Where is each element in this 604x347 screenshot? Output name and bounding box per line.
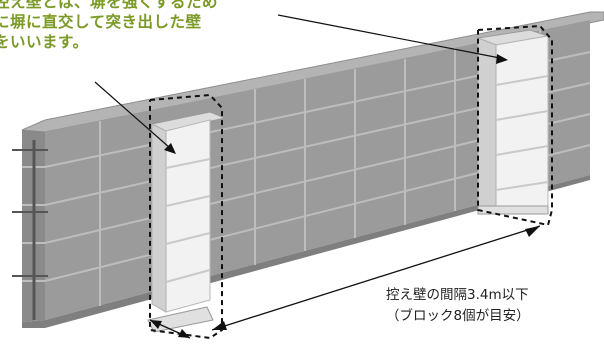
rebar-stubs [12, 140, 48, 320]
spacing-note: 控え壁の間隔3.4m以下 （ブロック8個が目安） [386, 285, 530, 327]
spacing-note-line-2: （ブロック8個が目安） [386, 308, 530, 324]
callout-line-3: をいいます。 [0, 33, 89, 51]
depth-arrow-a [150, 320, 162, 329]
callout-line-2: に塀に直交して突き出した壁 [0, 13, 202, 31]
callout-arrowhead-left [164, 143, 176, 154]
spacing-note-line-1: 控え壁の間隔3.4m以下 [386, 287, 529, 303]
depth-arrow-b [178, 329, 190, 338]
callout-text: 控え壁とは、塀を強くするため に塀に直交して突き出した壁 をいいます。 [0, 0, 294, 52]
callout-line-1: 控え壁とは、塀を強くするため [0, 0, 219, 11]
callout-arrowhead-right [496, 54, 508, 64]
spacing-arrow-right [525, 226, 540, 237]
callout-leaders [94, 14, 501, 149]
buttress-right [476, 29, 549, 215]
spacing-dimension-line [211, 225, 541, 331]
spacing-arrow-left [212, 321, 227, 330]
buttress-left [147, 111, 227, 333]
